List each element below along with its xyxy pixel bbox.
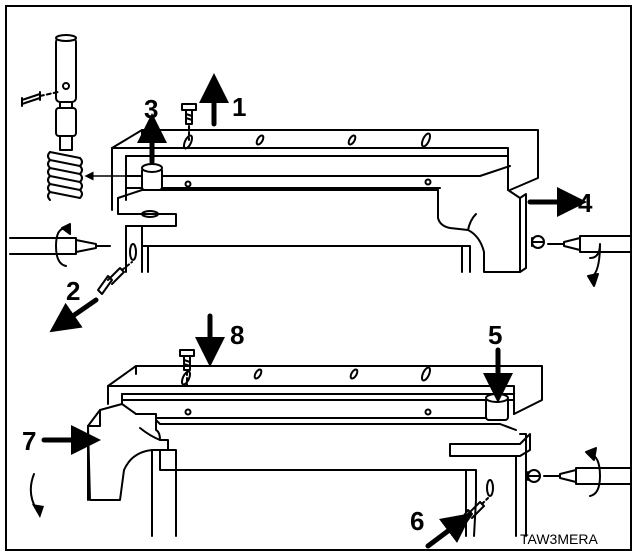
step-label-5: 5 [488,320,502,350]
pin-screw [21,91,59,107]
reference-code: TAW3MERA [520,531,598,547]
screwdriver-left-upper [9,223,111,267]
step-label-7: 7 [22,426,36,456]
arrow-down-left-2 [49,297,99,333]
step-label-1: 1 [232,92,246,122]
step-label-4: 4 [578,188,593,218]
screwdriver-right-lower [543,447,631,497]
step-label-6: 6 [410,506,424,536]
lower-assembly [87,365,543,537]
step-label-2: 2 [66,276,80,306]
screw-step-6 [457,497,489,529]
arrow-up-right-6 [425,513,472,549]
screw-step-2 [97,261,133,295]
top-screw-step-1 [181,103,197,141]
top-screw-step-8 [179,349,195,387]
step-label-8: 8 [230,320,244,350]
spring-pin-part [47,34,83,201]
screwdriver-right-upper [547,235,631,287]
upper-assembly [111,129,545,273]
step-label-3: 3 [144,94,158,124]
